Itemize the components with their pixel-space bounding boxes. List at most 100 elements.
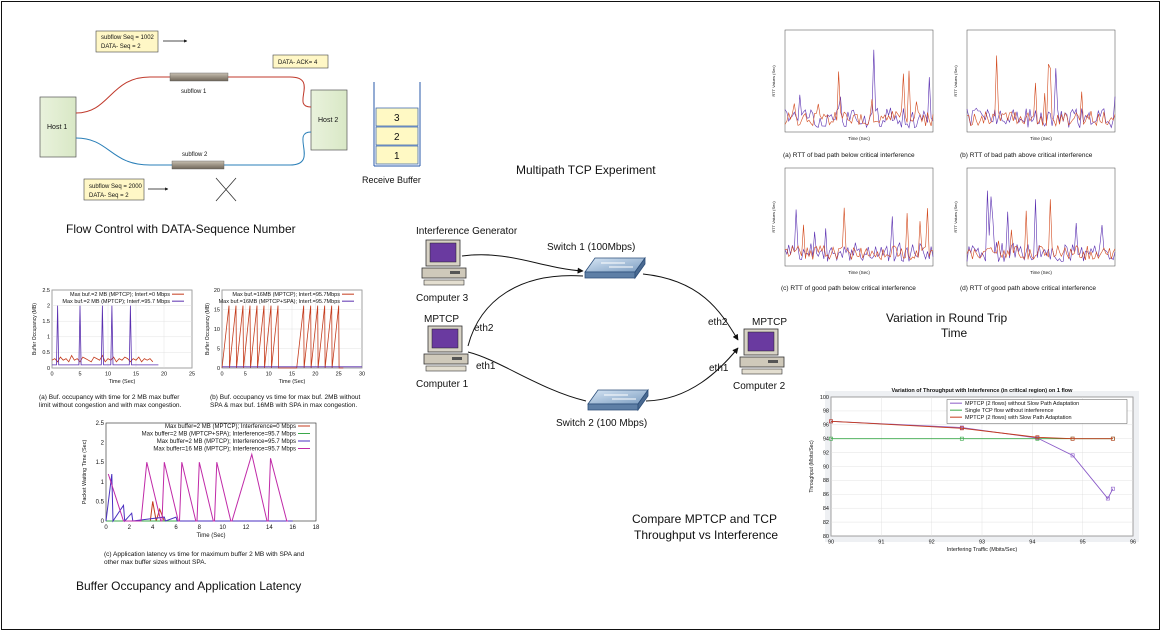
series-line xyxy=(51,354,154,363)
y-tick-label: 92 xyxy=(823,450,829,456)
legend-entry: Max buffer=2 MB (MPTCP); Interference=95… xyxy=(157,439,296,445)
rtt-caption-b: (b) RTT of bad path above critical inter… xyxy=(960,152,1093,159)
eth2-right-label: eth2 xyxy=(708,317,728,328)
system-unit xyxy=(423,353,469,365)
y-tick-label: 86 xyxy=(823,492,829,498)
system-unit xyxy=(739,356,785,368)
y-axis-label: Throughput (Mbits/Sec) xyxy=(809,440,815,493)
rtt-y-label: RTT Values (Sec) xyxy=(953,65,958,97)
data-ack-box xyxy=(272,54,329,69)
y-axis-label: Buffer Occupancy (MB) xyxy=(205,303,211,355)
x-tick-label: 10 xyxy=(266,372,272,378)
caption-c-line1: (c) Application latency vs time for maxi… xyxy=(104,551,305,558)
drive-slot xyxy=(768,360,778,363)
eth1-left-label: eth1 xyxy=(476,361,496,372)
data-point xyxy=(1035,435,1040,440)
rtt-series-red xyxy=(966,55,1116,127)
rtt-series-red xyxy=(966,199,1116,260)
y-tick-label: 20 xyxy=(214,288,220,294)
x-tick-label: 25 xyxy=(336,372,342,378)
keyboard xyxy=(425,365,467,372)
y-axis-label: Packet Waiting Time (Sec) xyxy=(82,440,88,505)
plot-area xyxy=(105,422,317,522)
y-tick-label: 1.5 xyxy=(96,460,105,466)
drive-slot xyxy=(452,357,462,360)
legend-entry: Max buffer=2 MB (MPTCP); Interference=0 … xyxy=(165,424,296,430)
x-tick-label: 15 xyxy=(133,372,139,378)
buffer-cell-1 xyxy=(375,145,419,165)
data-point xyxy=(829,419,833,424)
rtt-x-label: Time (Sec) xyxy=(848,136,870,141)
buffer-section-title: Buffer Occupancy and Application Latency xyxy=(76,579,301,593)
mptcp-left-label: MPTCP xyxy=(424,314,459,325)
monitor-screen xyxy=(747,331,775,352)
x-tick-label: 16 xyxy=(289,525,296,531)
buffer-cell-1-label: 1 xyxy=(394,151,400,162)
host1-label: Host 1 xyxy=(47,124,67,131)
legend-entry: Max buf.=16MB (MPTCP); Interf.=95.7Mbps xyxy=(232,292,340,298)
y-tick-label: 0.5 xyxy=(96,499,105,505)
monitor-screen xyxy=(429,242,457,263)
series-line xyxy=(105,473,293,523)
computer3-icon xyxy=(421,239,467,286)
monitor-screen xyxy=(431,328,459,349)
rtt-series-purple xyxy=(784,49,934,129)
host1-box xyxy=(39,96,77,158)
subflow-seq-box-bottom xyxy=(83,178,145,201)
x-tick-label: 20 xyxy=(161,372,167,378)
data-ack-label: DATA- ACK= 4 xyxy=(278,60,318,66)
x-axis-label: Interfering Traffic (Mbits/Sec) xyxy=(947,547,1018,553)
keyboard xyxy=(741,368,783,375)
rtt-title-line2: Time xyxy=(941,326,968,340)
x-tick-label: 0 xyxy=(50,372,53,378)
x-tick-label: 2 xyxy=(128,525,132,531)
box-top-line2: DATA- Seq = 2 xyxy=(101,44,141,50)
x-tick-label: 4 xyxy=(151,525,155,531)
x-tick-label: 12 xyxy=(243,525,250,531)
x-tick-label: 5 xyxy=(244,372,247,378)
mptcp-right-label: MPTCP xyxy=(752,317,787,328)
x-tick-label: 10 xyxy=(219,525,226,531)
x-tick-label: 18 xyxy=(313,525,320,531)
x-tick-label: 15 xyxy=(289,372,295,378)
x-tick-label: 10 xyxy=(105,372,111,378)
throughput-title-line2: Throughput vs Interference xyxy=(634,528,778,542)
data-point xyxy=(1110,486,1115,491)
y-tick-label: 100 xyxy=(820,395,829,401)
buffer-cell-2-label: 2 xyxy=(394,132,400,143)
data-point xyxy=(1070,453,1075,458)
data-point xyxy=(959,436,964,441)
rtt-x-label: Time (Sec) xyxy=(1030,270,1052,275)
switch-front xyxy=(584,271,636,279)
x-tick-label: 90 xyxy=(828,540,834,546)
y-tick-label: 1 xyxy=(101,480,105,486)
data-point xyxy=(1070,436,1075,441)
switch1-label: Switch 1 (100Mbps) xyxy=(547,242,635,253)
computer1-icon xyxy=(423,325,469,372)
x-tick-label: 25 xyxy=(189,372,195,378)
series-line xyxy=(221,305,344,369)
x-axis-label: Time (Sec) xyxy=(196,533,225,539)
switch-arrows xyxy=(601,262,633,268)
legend-entry: MPTCP (2 flows) without Slow Path Adapta… xyxy=(965,401,1079,407)
caption-a-line2: limit without congestion and with max co… xyxy=(39,402,182,409)
y-tick-label: 0 xyxy=(101,519,105,525)
box-bottom-line2: DATA- Seq = 2 xyxy=(89,193,129,199)
switch-top xyxy=(587,389,649,405)
y-tick-label: 15 xyxy=(214,307,220,313)
rtt-series-red xyxy=(784,207,934,261)
keyboard xyxy=(423,279,465,286)
x-tick-label: 91 xyxy=(878,540,884,546)
y-tick-label: 2.5 xyxy=(96,421,105,427)
x-tick-label: 0 xyxy=(220,372,223,378)
subflow2-path xyxy=(75,131,312,166)
buffer-cell-2 xyxy=(375,126,419,146)
link-pc1-switch2 xyxy=(467,351,587,402)
legend-entry: Single TCP flow without interference xyxy=(965,408,1053,414)
y-tick-label: 94 xyxy=(823,437,829,443)
y-tick-label: 2 xyxy=(101,441,105,447)
computer2-icon xyxy=(739,328,785,375)
caption-b-line1: (b) Buf. occupancy vs time for max buf. … xyxy=(210,394,360,401)
